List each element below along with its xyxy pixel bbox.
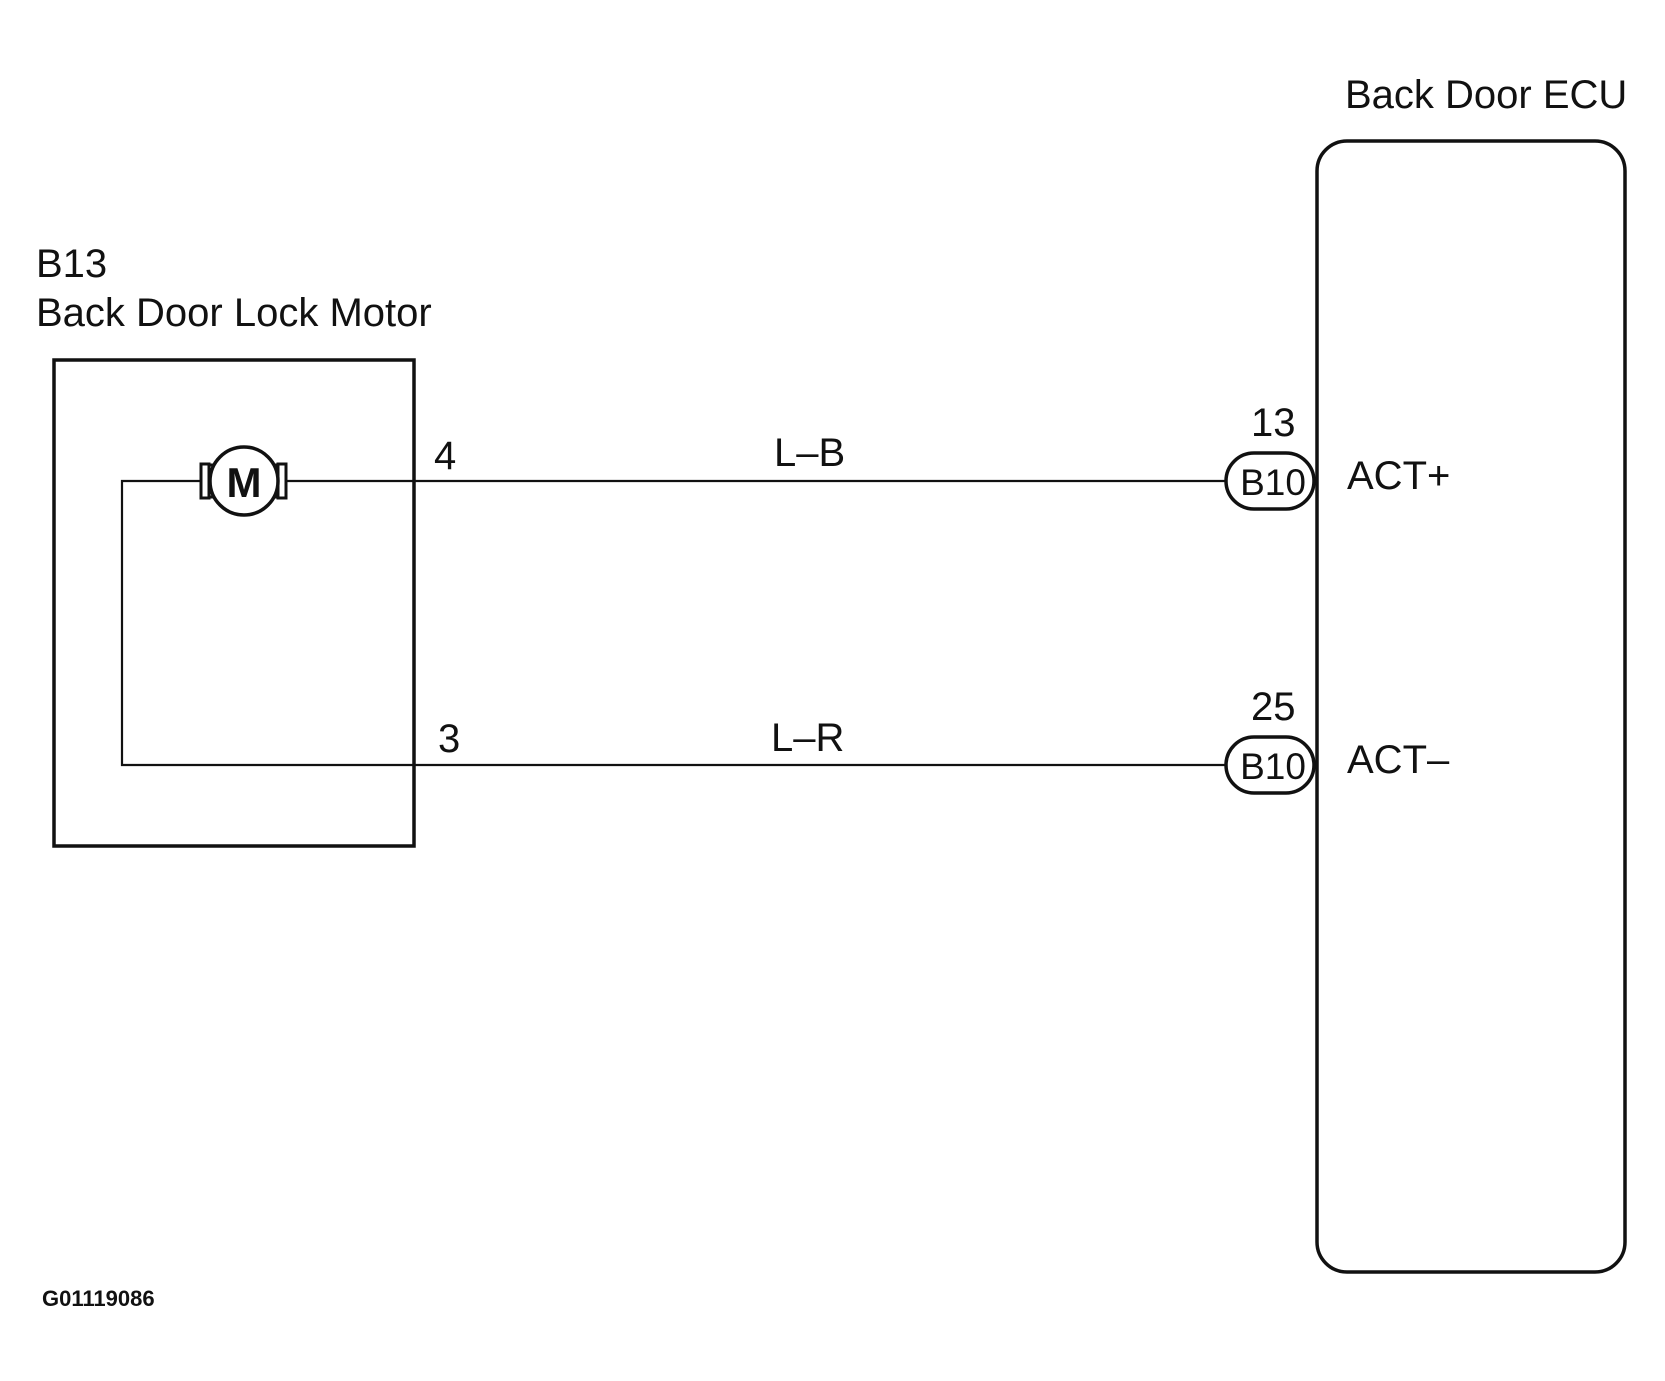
wire-color-lr: L–R bbox=[771, 716, 844, 760]
ecu-pin-13: 13 bbox=[1251, 401, 1296, 445]
motor-box bbox=[52, 358, 416, 848]
motor-code: B13 bbox=[36, 242, 107, 286]
wire-color-lb: L–B bbox=[774, 431, 845, 475]
signal-act-minus: ACT– bbox=[1347, 738, 1450, 782]
connector-b10-top-label: B10 bbox=[1240, 462, 1306, 503]
ecu-title: Back Door ECU bbox=[1345, 73, 1627, 117]
signal-act-plus: ACT+ bbox=[1347, 454, 1450, 498]
motor-name: Back Door Lock Motor bbox=[36, 291, 432, 335]
motor-pin-4: 4 bbox=[434, 434, 456, 478]
motor-icon: M bbox=[199, 445, 288, 517]
ecu-box bbox=[1315, 139, 1627, 1274]
wire-act-plus: 4 L–B 13 B10 ACT+ bbox=[286, 401, 1450, 511]
motor-pin-3: 3 bbox=[438, 717, 460, 761]
figure-id: G01119086 bbox=[42, 1286, 155, 1311]
motor-internal-wire bbox=[120, 479, 414, 767]
connector-b10-bottom-label: B10 bbox=[1240, 746, 1306, 787]
motor-symbol-label: M bbox=[227, 459, 262, 506]
wire-act-minus: 3 L–R 25 B10 ACT– bbox=[414, 685, 1450, 795]
ecu-pin-25: 25 bbox=[1251, 685, 1296, 729]
connector-b10-bottom bbox=[1224, 735, 1316, 795]
connector-b10-top bbox=[1224, 451, 1316, 511]
